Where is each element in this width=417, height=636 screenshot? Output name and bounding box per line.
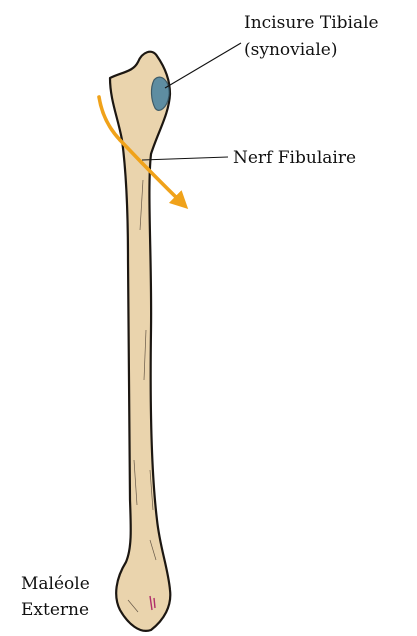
label-malleolus-line1: Maléole — [21, 574, 90, 594]
label-tibial-notch-title: Incisure Tibiale — [244, 13, 379, 33]
tibial-notch-leader — [165, 43, 241, 88]
label-fibular-nerve: Nerf Fibulaire — [233, 148, 356, 168]
fibular-nerve-leader — [142, 157, 228, 160]
label-tibial-notch-subtitle: (synoviale) — [244, 40, 337, 60]
label-malleolus-line2: Externe — [21, 600, 89, 620]
